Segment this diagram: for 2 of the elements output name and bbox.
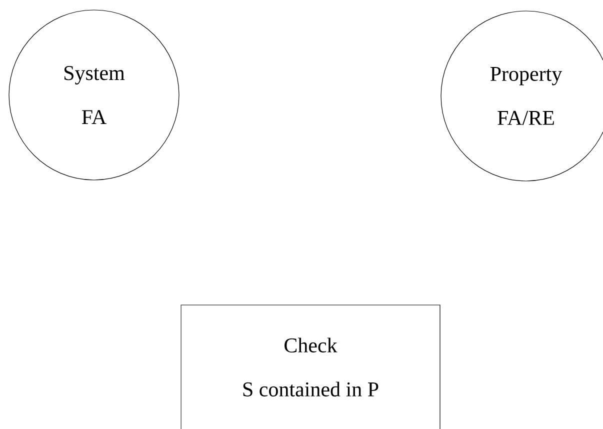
circle-node: System FA <box>8 10 180 180</box>
process-box: Check S contained in P <box>180 304 440 429</box>
